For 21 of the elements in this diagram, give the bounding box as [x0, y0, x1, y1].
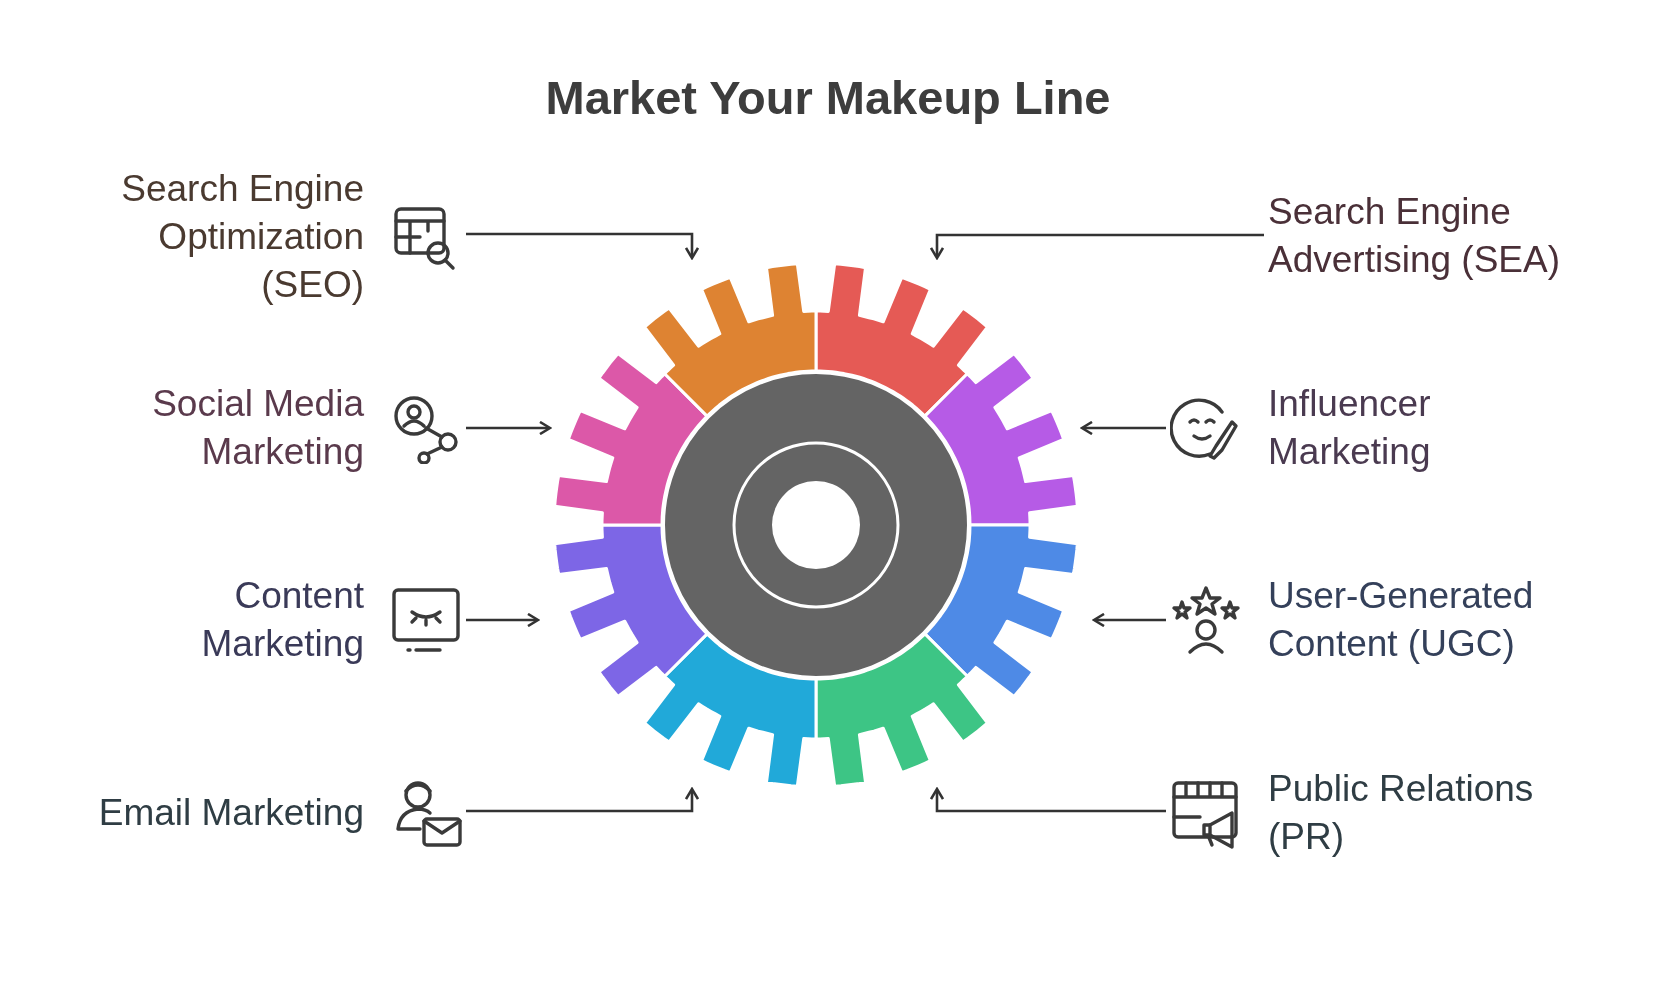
arrow: [1080, 420, 1166, 436]
topic-label: Content Marketing: [200, 574, 364, 666]
gear-segment: [553, 523, 709, 698]
arrow: [466, 787, 700, 813]
arrow: [466, 420, 552, 436]
topic-label: Influencer Marketing: [1268, 382, 1432, 474]
topic-label: User-Generated Content (UGC): [1268, 574, 1535, 666]
arrow: [1092, 612, 1166, 628]
topic-label: Email Marketing: [98, 791, 364, 835]
gear-segment: [923, 352, 1079, 527]
gear-segment: [643, 262, 818, 418]
title: Market Your Makeup Line: [544, 70, 1112, 125]
topic-label: Public Relations (PR): [1268, 767, 1535, 859]
arrow: [466, 612, 540, 628]
arrow: [466, 232, 700, 260]
gear-segment: [814, 632, 989, 788]
arrow: [929, 233, 1264, 260]
arrow: [929, 787, 1166, 813]
topic-label: Search Engine Advertising (SEA): [1268, 190, 1561, 282]
topic-label: Search Engine Optimization (SEO): [120, 167, 364, 307]
topic-label: Social Media Marketing: [151, 382, 364, 474]
